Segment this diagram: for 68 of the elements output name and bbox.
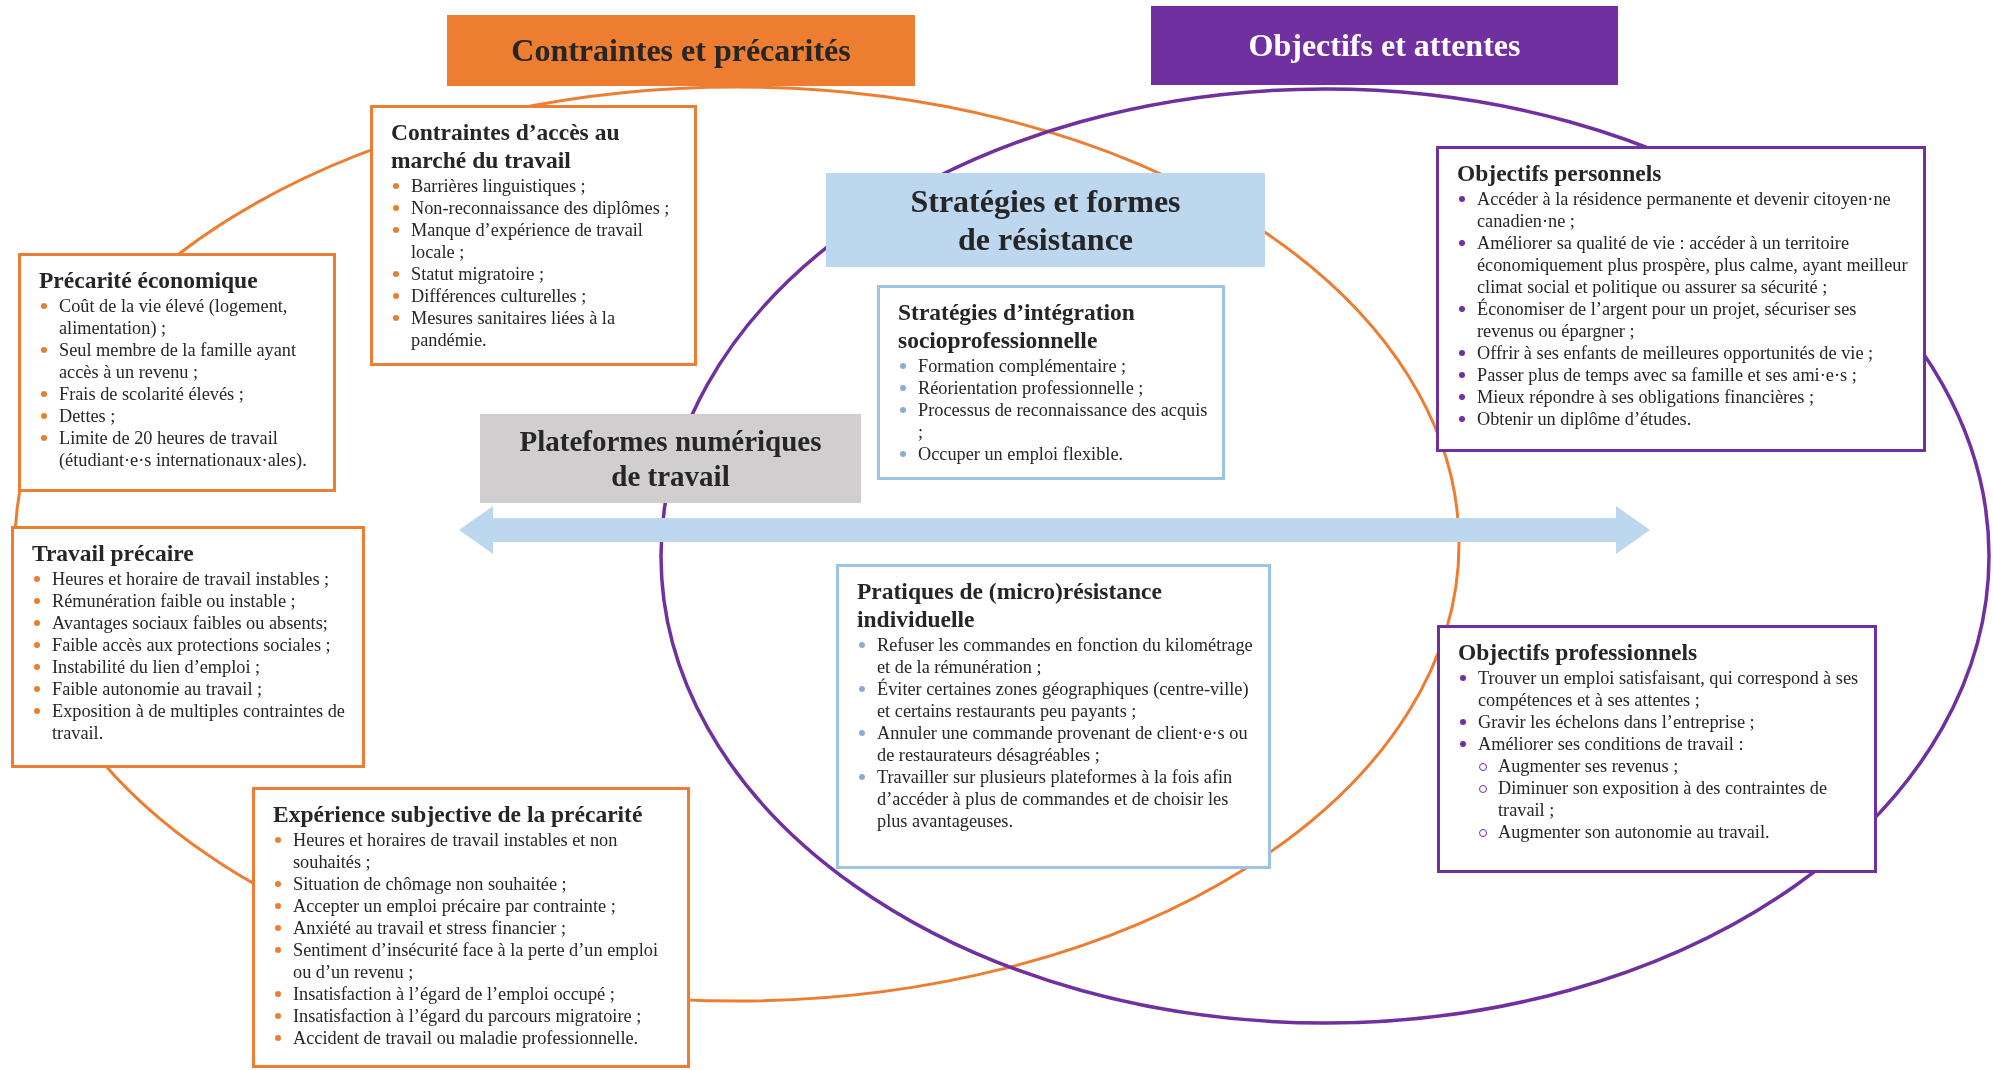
bullet-item: Augmenter son autonomie au travail. — [1478, 821, 1862, 843]
box-heading: Précarité économique — [39, 266, 259, 294]
section-banner: Plateformes numériques de travail — [480, 414, 861, 503]
text-box — [11, 526, 365, 768]
section-banner: Objectifs et attentes — [1151, 6, 1618, 85]
text-box — [18, 253, 336, 492]
bullet-item: Mieux répondre à ses obligations financières ; — [1457, 386, 1911, 408]
bullet-item: Barrières linguistiques ; — [391, 175, 682, 197]
bullet-item: Rémunération faible ou instable ; — [32, 590, 350, 612]
bullet-item: Offrir à ses enfants de meilleures opportunités de vie ; — [1457, 342, 1911, 364]
bullet-item: Heures et horaires de travail instables et non souhaités ; — [273, 829, 675, 873]
section-banner: Contraintes et précarités — [447, 15, 915, 86]
bullet-item: Refuser les commandes en fonction du kilométrage et de la rémunération ; — [857, 634, 1256, 678]
bullet-item: Insatisfaction à l’égard du parcours migratoire ; — [273, 1005, 675, 1027]
bullet-item: Passer plus de temps avec sa famille et ses ami·e·s ; — [1457, 364, 1911, 386]
bullet-item: Seul membre de la famille ayant accès à un revenu ; — [39, 339, 321, 383]
bullet-item: Éviter certaines zones géographiques (centre-ville) et certains restaurants peu payants ; — [857, 678, 1256, 722]
bullet-item: Accident de travail ou maladie professionnelle. — [273, 1027, 675, 1049]
bullet-item: Situation de chômage non souhaitée ; — [273, 873, 675, 895]
box-heading: Expérience subjective de la précarité — [273, 800, 644, 828]
bullet-item: Différences culturelles ; — [391, 285, 682, 307]
bullet-item: Obtenir un diplôme d’études. — [1457, 408, 1911, 430]
bullet-item: Limite de 20 heures de travail (étudiant·e·s internationaux·ales). — [39, 427, 321, 471]
bullet-item: Faible autonomie au travail ; — [32, 678, 350, 700]
bullet-item: Formation complémentaire ; — [898, 355, 1210, 377]
box-heading: Stratégies d’intégration socioprofessionnelle — [898, 298, 1136, 354]
bullet-item: Processus de reconnaissance des acquis ; — [898, 399, 1210, 443]
bullet-item: Avantages sociaux faibles ou absents; — [32, 612, 350, 634]
bullet-item: Non-reconnaissance des diplômes ; — [391, 197, 682, 219]
bullet-item: Annuler une commande provenant de client·e·s ou de restaurateurs désagréables ; — [857, 722, 1256, 766]
bullet-item: Améliorer sa qualité de vie : accéder à un territoire économiquement plus prospère, plus calme, ayant meilleur climat social et politique ou assurer sa sécurité ; — [1457, 232, 1911, 298]
section-banner: Stratégies et formes de résistance — [826, 173, 1265, 267]
bullet-item: Exposition à de multiples contraintes de travail. — [32, 700, 350, 744]
double-arrow — [459, 506, 1650, 554]
bullet-item: Anxiété au travail et stress financier ; — [273, 917, 675, 939]
bullet-item: Heures et horaire de travail instables ; — [32, 568, 350, 590]
text-box — [877, 285, 1225, 480]
bullet-item: Réorientation professionnelle ; — [898, 377, 1210, 399]
bullet-item: Accepter un emploi précaire par contrainte ; — [273, 895, 675, 917]
text-box — [370, 105, 697, 366]
box-heading: Contraintes d’accès au marché du travail — [391, 118, 621, 174]
bullet-item: Occuper un emploi flexible. — [898, 443, 1210, 465]
bullet-item: Statut migratoire ; — [391, 263, 682, 285]
bullet-item: Instabilité du lien d’emploi ; — [32, 656, 350, 678]
bullet-item: Frais de scolarité élevés ; — [39, 383, 321, 405]
box-heading: Objectifs personnels — [1457, 159, 1663, 187]
box-heading: Objectifs professionnels — [1458, 638, 1699, 666]
text-box — [1436, 146, 1926, 452]
bullet-item: Manque d’expérience de travail locale ; — [391, 219, 682, 263]
text-box — [836, 564, 1271, 869]
bullet-item: Sentiment d’insécurité face à la perte d’un emploi ou d’un revenu ; — [273, 939, 675, 983]
bullet-item: Insatisfaction à l’égard de l’emploi occupé ; — [273, 983, 675, 1005]
bullet-item: Accéder à la résidence permanente et devenir citoyen·ne canadien·ne ; — [1457, 188, 1911, 232]
bullet-item: Travailler sur plusieurs plateformes à la fois afin d’accéder à plus de commandes et de choisir les plus avantageuses. — [857, 766, 1256, 832]
bullet-item: Améliorer ses conditions de travail : — [1458, 733, 1862, 755]
bullet-item: Coût de la vie élevé (logement, alimentation) ; — [39, 295, 321, 339]
box-heading: Pratiques de (micro)résistance individuelle — [857, 577, 1163, 633]
bullet-item: Faible accès aux protections sociales ; — [32, 634, 350, 656]
bullet-item: Mesures sanitaires liées à la pandémie. — [391, 307, 682, 351]
bullet-item: Gravir les échelons dans l’entreprise ; — [1458, 711, 1862, 733]
bullet-item: Trouver un emploi satisfaisant, qui correspond à ses compétences et à ses attentes ; — [1458, 667, 1862, 711]
bullet-item: Économiser de l’argent pour un projet, sécuriser ses revenus ou épargner ; — [1457, 298, 1911, 342]
text-box — [252, 787, 690, 1068]
bullet-item: Augmenter ses revenus ; — [1478, 755, 1862, 777]
bullet-item: Dettes ; — [39, 405, 321, 427]
bullet-item: Diminuer son exposition à des contraintes de travail ; — [1478, 777, 1862, 821]
box-heading: Travail précaire — [32, 539, 195, 567]
text-box — [1437, 625, 1877, 873]
